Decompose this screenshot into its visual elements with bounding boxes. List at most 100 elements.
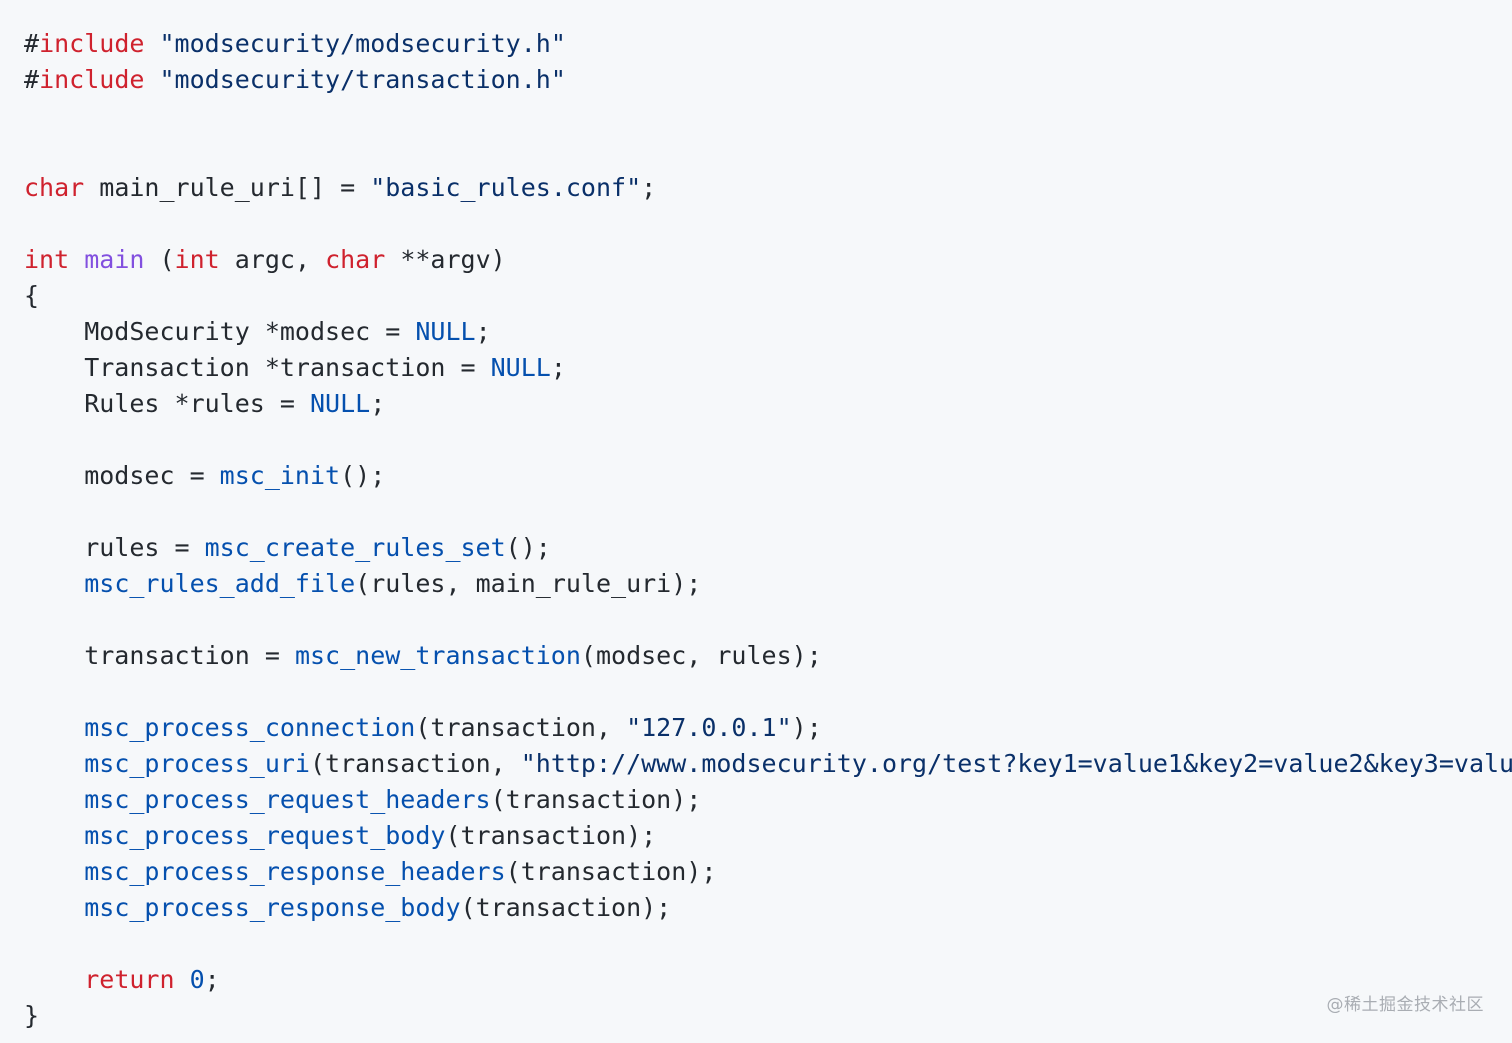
code-token: "127.0.0.1"	[626, 713, 792, 742]
code-token: (rules, main_rule_uri);	[355, 569, 702, 598]
code-token: #	[24, 29, 40, 58]
code-token: (transaction,	[310, 749, 521, 778]
code-token: NULL	[415, 317, 476, 346]
code-token: main	[84, 245, 145, 274]
code-token: **argv)	[385, 245, 506, 274]
code-token: ();	[340, 461, 386, 490]
code-block: #include "modsecurity/modsecurity.h"#inc…	[24, 26, 1512, 1034]
code-line: Rules *rules = NULL;	[24, 386, 1512, 422]
code-token: msc_process_response_body	[84, 893, 461, 922]
code-line: msc_process_response_headers(transaction…	[24, 854, 1512, 890]
code-line	[24, 422, 1512, 458]
code-line: }	[24, 998, 1512, 1034]
code-token: {	[24, 281, 40, 310]
code-token	[24, 821, 84, 850]
code-token	[24, 713, 84, 742]
code-token	[24, 569, 84, 598]
code-token	[175, 965, 190, 994]
code-token: Rules *rules =	[24, 389, 310, 418]
code-token: 0	[189, 965, 205, 994]
code-line: msc_process_uri(transaction, "http://www…	[24, 746, 1512, 782]
code-token: Transaction *transaction =	[24, 353, 491, 382]
code-token: (transaction);	[505, 857, 717, 886]
code-token: }	[24, 1001, 40, 1030]
code-token: msc_init	[219, 461, 341, 490]
code-token: "modsecurity/modsecurity.h"	[159, 29, 566, 58]
code-token: int	[174, 245, 220, 274]
code-token: ;	[204, 965, 220, 994]
code-line: int main (int argc, char **argv)	[24, 242, 1512, 278]
code-line: rules = msc_create_rules_set();	[24, 530, 1512, 566]
code-token: char	[325, 245, 386, 274]
code-token	[69, 245, 84, 274]
code-token: ;	[370, 389, 386, 418]
code-token: );	[791, 713, 822, 742]
code-token: ();	[505, 533, 551, 562]
code-token: (transaction);	[460, 893, 672, 922]
code-token: main_rule_uri[] =	[84, 173, 371, 202]
code-token: ;	[475, 317, 491, 346]
code-token	[144, 65, 159, 94]
code-token: return	[84, 965, 175, 994]
code-token: (	[144, 245, 175, 274]
code-line: #include "modsecurity/modsecurity.h"	[24, 26, 1512, 62]
code-line: msc_process_response_body(transaction);	[24, 890, 1512, 926]
code-token: int	[24, 245, 70, 274]
code-token: ModSecurity *modsec =	[24, 317, 416, 346]
code-line: {	[24, 278, 1512, 314]
code-token: ;	[641, 173, 657, 202]
code-line	[24, 98, 1512, 134]
code-token: NULL	[490, 353, 551, 382]
code-token: "modsecurity/transaction.h"	[159, 65, 566, 94]
code-line	[24, 674, 1512, 710]
code-token: msc_process_connection	[84, 713, 416, 742]
code-token: (transaction,	[415, 713, 627, 742]
code-token: msc_process_request_body	[84, 821, 446, 850]
code-token: msc_new_transaction	[294, 641, 581, 670]
code-line: msc_rules_add_file(rules, main_rule_uri)…	[24, 566, 1512, 602]
code-token	[24, 857, 84, 886]
code-token	[24, 965, 84, 994]
code-token: msc_rules_add_file	[84, 569, 356, 598]
code-line: ModSecurity *modsec = NULL;	[24, 314, 1512, 350]
code-token: NULL	[309, 389, 371, 418]
code-line	[24, 206, 1512, 242]
code-line: msc_process_request_body(transaction);	[24, 818, 1512, 854]
code-line	[24, 926, 1512, 962]
code-token: transaction =	[24, 641, 295, 670]
code-token	[24, 893, 84, 922]
code-line: msc_process_request_headers(transaction)…	[24, 782, 1512, 818]
code-line	[24, 494, 1512, 530]
code-token: char	[24, 173, 85, 202]
code-token: msc_process_uri	[84, 749, 310, 778]
code-token: modsec =	[24, 461, 220, 490]
code-token: ;	[550, 353, 566, 382]
code-line	[24, 602, 1512, 638]
code-token	[24, 785, 84, 814]
code-token	[24, 749, 84, 778]
code-token: rules =	[24, 533, 205, 562]
code-line: msc_process_connection(transaction, "127…	[24, 710, 1512, 746]
code-token: (modsec, rules);	[580, 641, 822, 670]
code-line: modsec = msc_init();	[24, 458, 1512, 494]
code-line: char main_rule_uri[] = "basic_rules.conf…	[24, 170, 1512, 206]
code-token: argc,	[219, 245, 326, 274]
code-token: (transaction);	[490, 785, 702, 814]
code-line: return 0;	[24, 962, 1512, 998]
code-line	[24, 134, 1512, 170]
code-line: Transaction *transaction = NULL;	[24, 350, 1512, 386]
watermark: @稀土掘金技术社区	[1326, 995, 1484, 1015]
code-token: include	[39, 65, 145, 94]
code-token: (transaction);	[445, 821, 657, 850]
code-line: #include "modsecurity/transaction.h"	[24, 62, 1512, 98]
code-token	[144, 29, 159, 58]
code-token: msc_create_rules_set	[204, 533, 506, 562]
code-line: transaction = msc_new_transaction(modsec…	[24, 638, 1512, 674]
code-token: include	[39, 29, 145, 58]
code-token: msc_process_request_headers	[84, 785, 491, 814]
code-token: "basic_rules.conf"	[370, 173, 642, 202]
code-token: "http://www.modsecurity.org/test?key1=va…	[520, 749, 1512, 778]
code-token: msc_process_response_headers	[84, 857, 506, 886]
code-token: #	[24, 65, 40, 94]
